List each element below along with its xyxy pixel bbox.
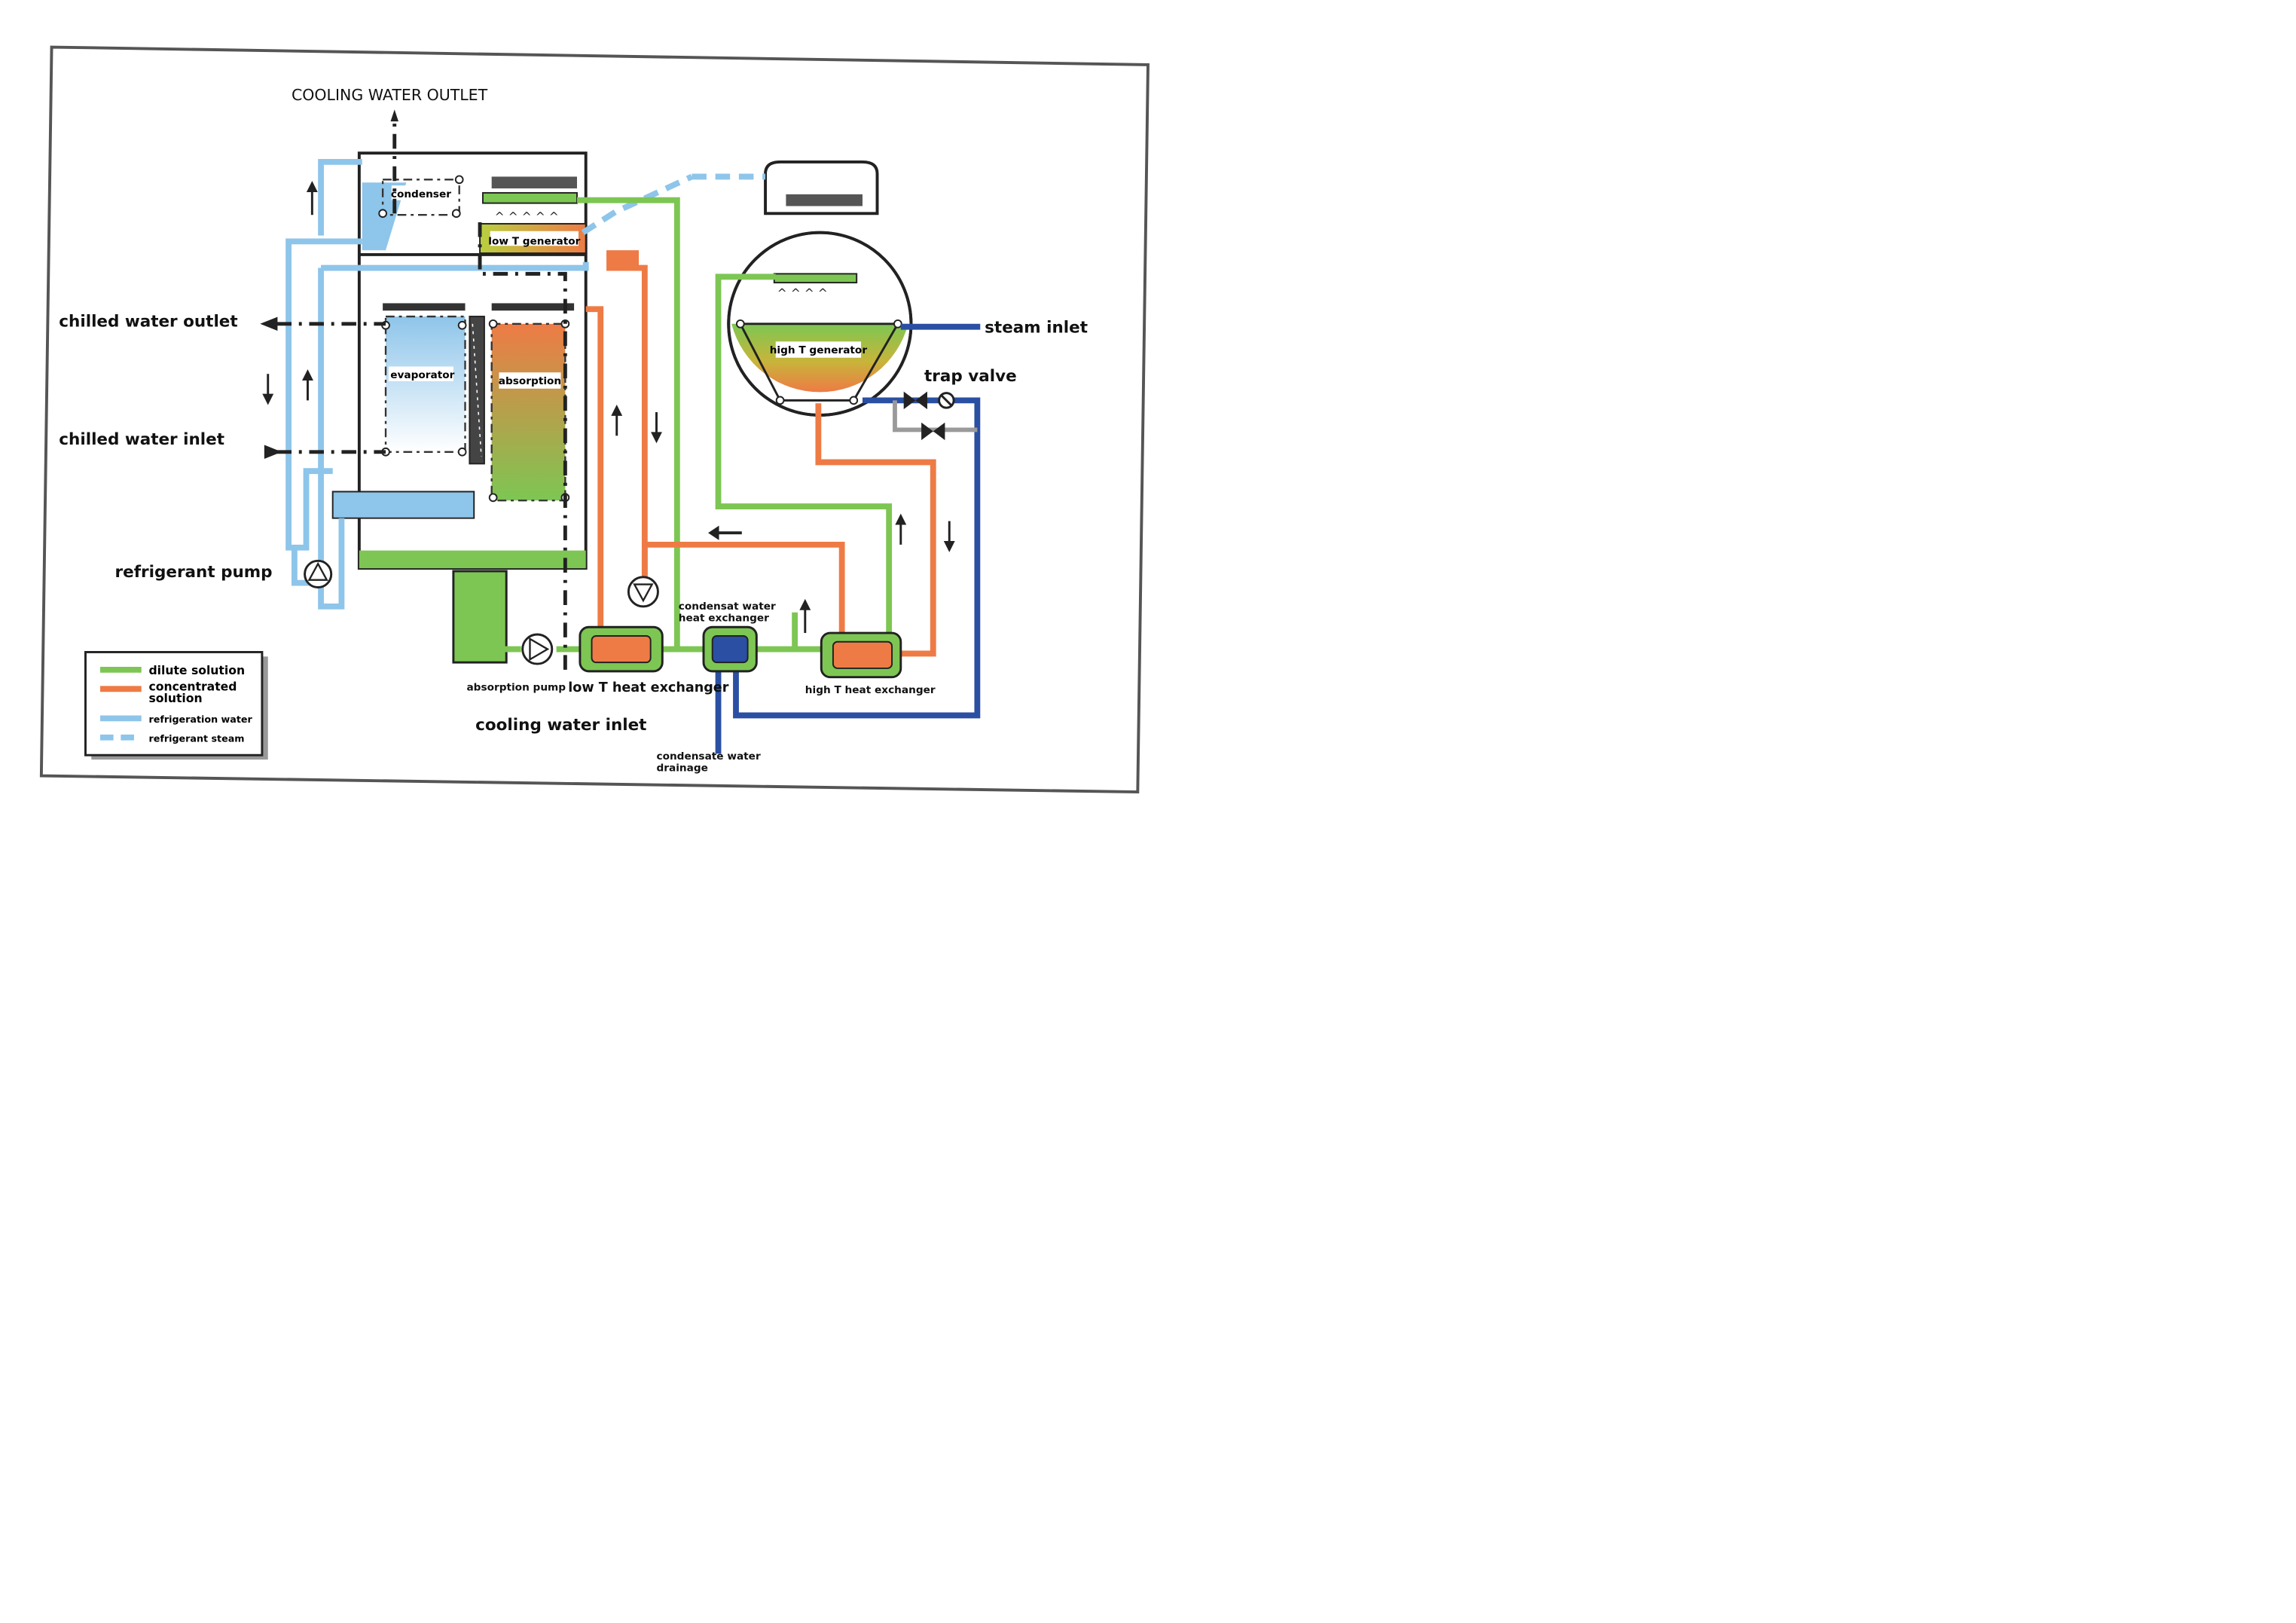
- cooling-water-outlet-label: COOLING WATER OUTLET: [292, 86, 488, 104]
- chilled-water-inlet-label: chilled water inlet: [59, 430, 224, 449]
- legend-label-dilute: dilute solution: [148, 664, 245, 677]
- cooling-water-line: [392, 121, 567, 670]
- condensate-drainage-label-line1: condensate water: [656, 750, 760, 763]
- svg-text:^ ^ ^ ^: ^ ^ ^ ^: [777, 287, 828, 301]
- chilled-water-lines: [276, 322, 386, 454]
- steam-inlet-label: steam inlet: [985, 319, 1088, 338]
- low-t-generator: low T generator ^ ^ ^ ^ ^: [479, 176, 640, 271]
- eliminator-coil: [469, 316, 485, 465]
- high-t-heat-exchanger: [820, 631, 902, 679]
- flow-arrows: [260, 109, 955, 634]
- refrigerant-pump-symbol: [304, 559, 333, 588]
- legend-label-refrigeration-water: refrigeration water: [148, 714, 252, 725]
- trap-valve-symbol: [903, 391, 955, 441]
- chilled-water-outlet-label: chilled water outlet: [59, 313, 237, 332]
- refrigeration-water-pipes: [285, 158, 766, 610]
- concentrate-pump-symbol: [627, 576, 659, 608]
- legend: dilute solution concentrated solution re…: [84, 650, 268, 760]
- refrigerant-pump-label: refrigerant pump: [115, 563, 273, 582]
- bypass-pipe: [893, 400, 978, 432]
- condensat-water-label-line1: condensat water: [679, 601, 776, 613]
- absorption-pump-symbol: [521, 633, 554, 665]
- legend-label-concentrated: concentrated: [148, 680, 237, 693]
- absorber: absorption: [488, 303, 575, 503]
- evaporator-label: evaporator: [390, 369, 454, 381]
- condensat-water-label-line2: heat exchanger: [679, 612, 769, 624]
- high-t-heat-exchanger-label: high T heat exchanger: [805, 684, 936, 696]
- condensate-drainage-label-line2: drainage: [656, 763, 707, 775]
- low-t-heat-exchanger: [579, 625, 664, 673]
- condenser-label: condenser: [391, 188, 451, 200]
- svg-text:^ ^ ^ ^ ^: ^ ^ ^ ^ ^: [495, 210, 559, 224]
- legend-label-refrigerant-steam: refrigerant steam: [148, 733, 244, 744]
- evaporator: evaporator: [331, 303, 475, 519]
- low-t-heat-exchanger-label: low T heat exchanger: [568, 680, 728, 695]
- cooling-water-inlet-label: cooling water inlet: [475, 716, 646, 735]
- absorption-pump-label: absorption pump: [466, 681, 566, 693]
- trap-valve-label: trap valve: [924, 367, 1017, 386]
- legend-label-concentrated-2: solution: [148, 692, 202, 705]
- low-t-generator-label: low T generator: [488, 235, 580, 247]
- high-t-generator-label: high T generator: [770, 344, 868, 356]
- absorption-label: absorption: [499, 375, 561, 387]
- concentrated-solution-pipes: [585, 264, 936, 657]
- condensate-water-heat-exchanger: [702, 625, 758, 673]
- dilute-solution-pipes: [480, 197, 893, 653]
